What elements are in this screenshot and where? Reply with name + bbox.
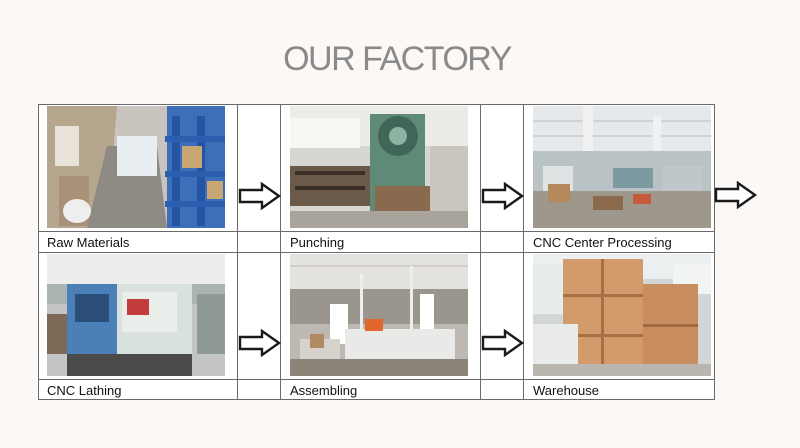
raw-materials-photo: [47, 106, 225, 228]
punching-photo: [290, 106, 468, 228]
page-title: OUR FACTORY: [283, 40, 512, 78]
cell-label-raw-materials: Raw Materials: [47, 235, 130, 250]
cell-label-punching: Punching: [290, 235, 345, 250]
arrow-right-icon: [481, 182, 525, 210]
factory-process-table: Raw Materials Punching CNC Center Proces…: [38, 104, 715, 400]
arrow-right-icon: [238, 329, 282, 357]
cell-label-warehouse: Warehouse: [533, 383, 599, 398]
cell-label-cnc-lathing: CNC Lathing: [47, 383, 122, 398]
cell-label-assembling: Assembling: [290, 383, 358, 398]
cnc-lathing-photo: [47, 254, 225, 376]
arrow-right-icon: [714, 181, 758, 209]
arrow-right-icon: [238, 182, 282, 210]
assembling-photo: [290, 254, 468, 376]
cnc-center-photo: [533, 106, 711, 228]
warehouse-photo: [533, 254, 711, 376]
cell-label-cnc-center-processing: CNC Center Processing: [533, 235, 672, 250]
arrow-right-icon: [481, 329, 525, 357]
